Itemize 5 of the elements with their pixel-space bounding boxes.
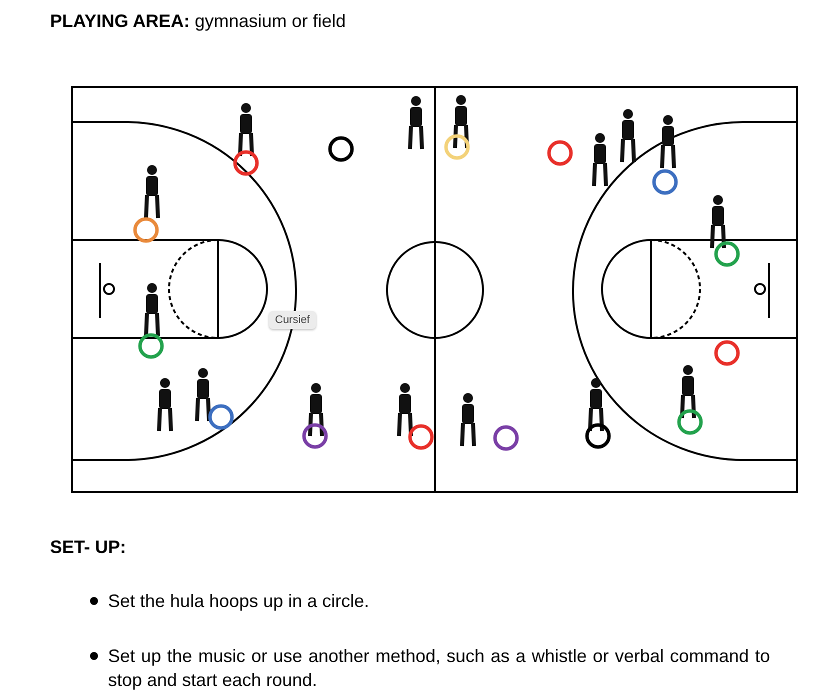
- section-heading: SET- UP:: [50, 536, 126, 559]
- bullet-text: Set the hula hoops up in a circle.: [108, 590, 370, 613]
- tooltip: Cursief: [269, 311, 316, 329]
- heading: PLAYING AREA: gymnasium or field: [50, 10, 347, 33]
- bullet-text: Set up the music or use another method, such as a whistle or verbal command to stop and start each round.: [108, 645, 770, 692]
